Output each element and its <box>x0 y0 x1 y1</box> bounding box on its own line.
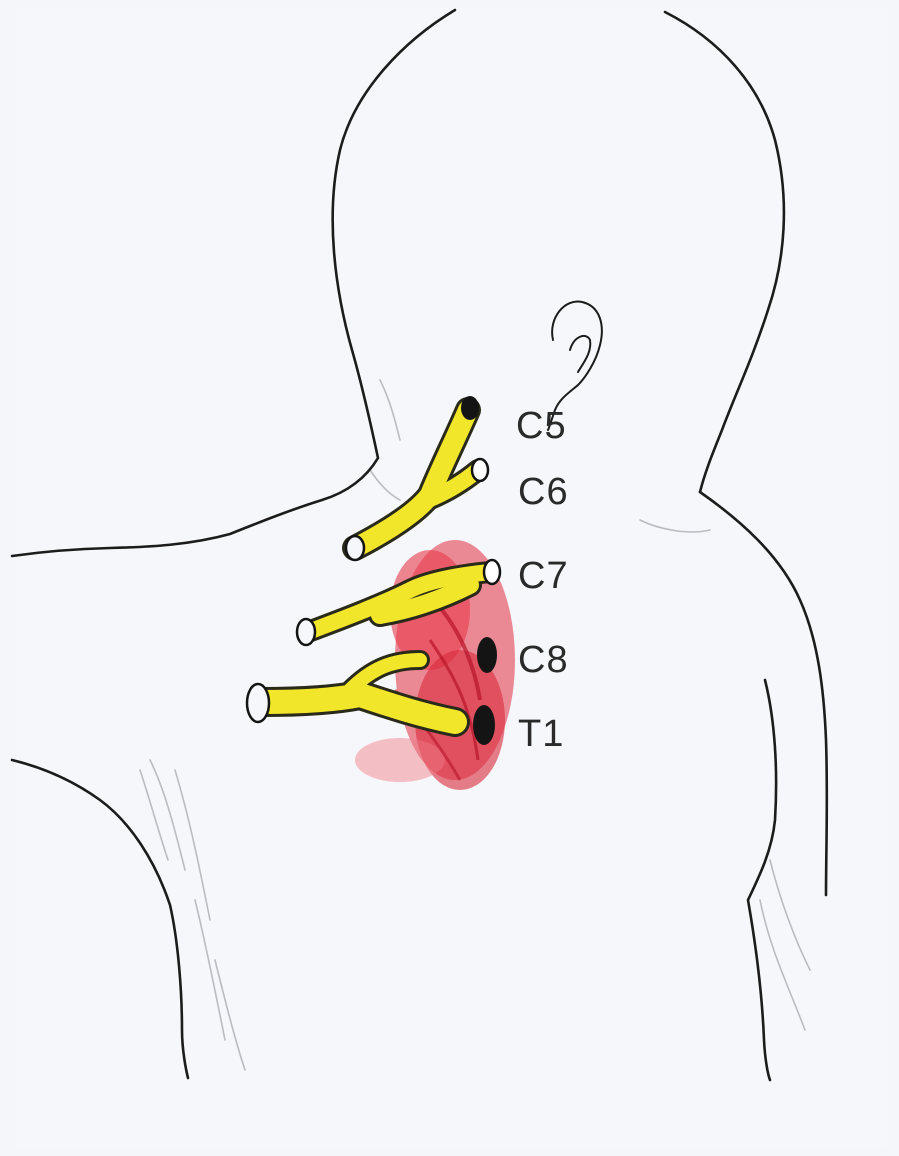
c6-cut-end <box>472 459 488 481</box>
label-c8: C8 <box>518 639 569 681</box>
c8-root <box>477 637 497 673</box>
label-c5: C5 <box>516 405 567 447</box>
label-t1: T1 <box>518 713 564 755</box>
t1-root <box>473 705 495 745</box>
distal-end-lower <box>247 684 269 722</box>
c7-cut-end <box>484 560 500 584</box>
label-c7: C7 <box>518 555 569 597</box>
distal-end-middle <box>297 619 315 645</box>
c5-cut-end <box>461 396 479 420</box>
label-c6: C6 <box>518 471 569 513</box>
distal-end-upper <box>346 536 364 560</box>
